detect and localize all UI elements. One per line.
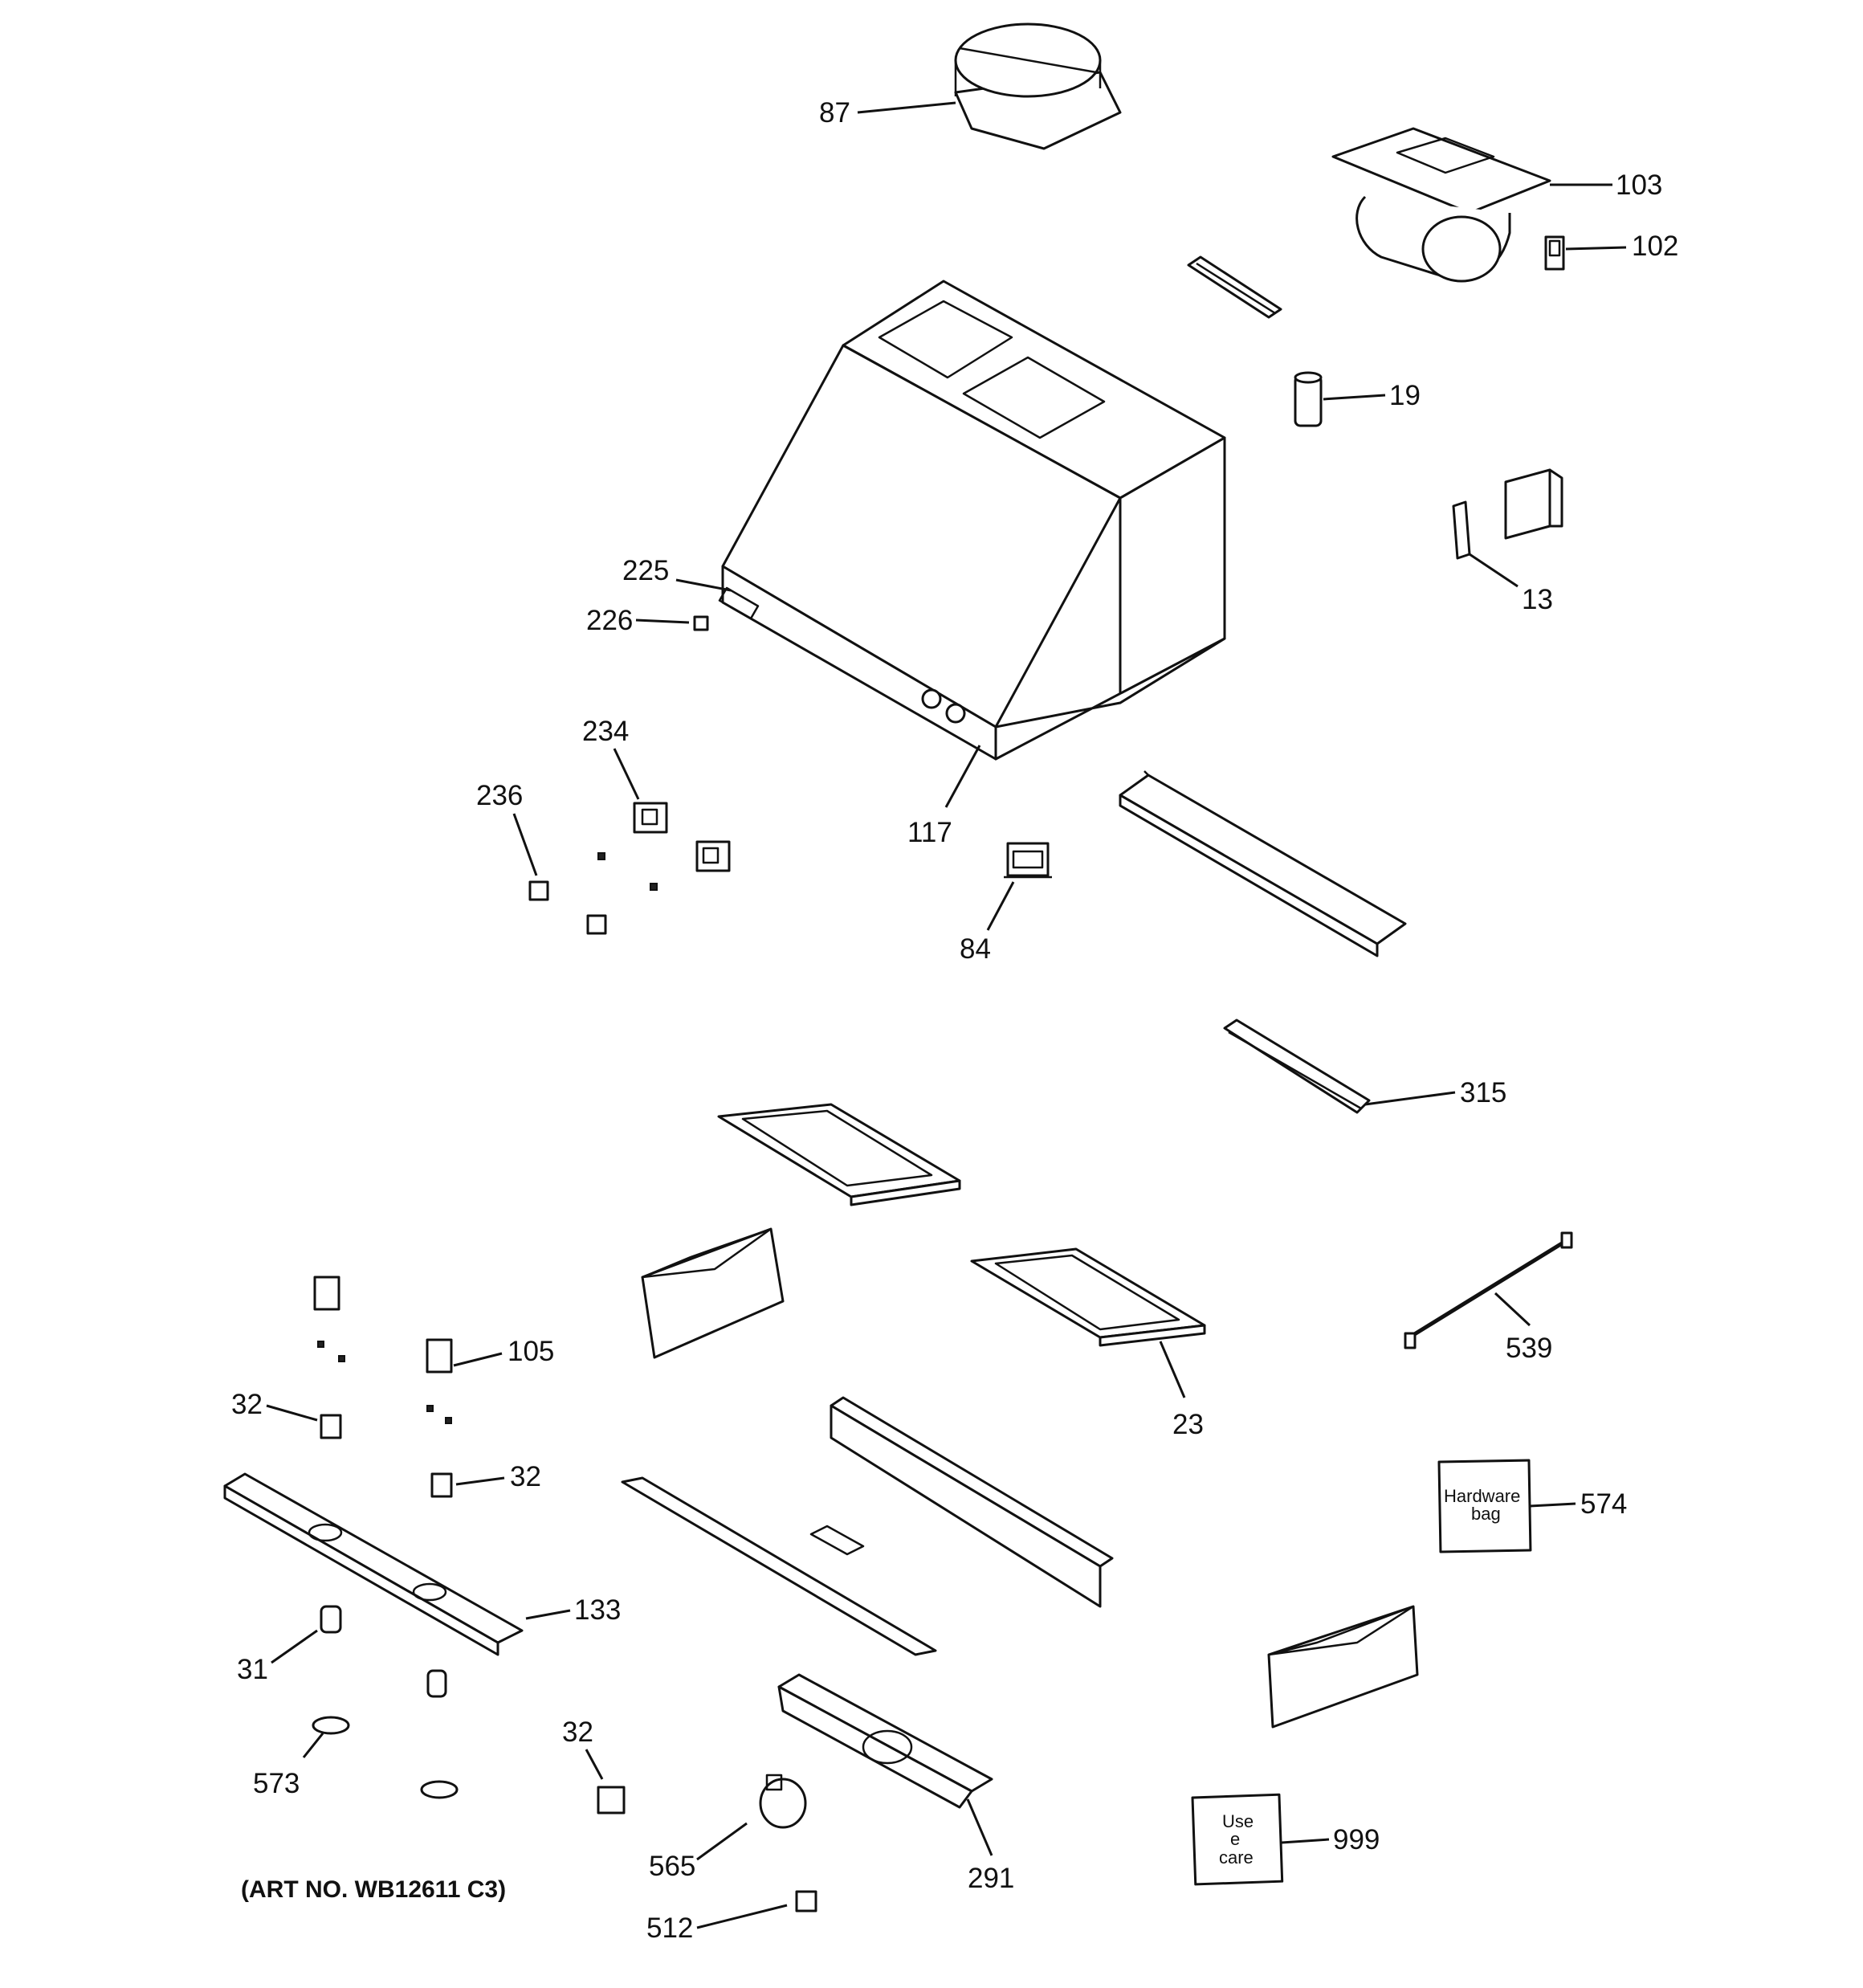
leader-31: [271, 1629, 318, 1664]
leader-23: [1159, 1341, 1186, 1398]
part-87-duct-adapter: [954, 22, 1122, 150]
leader-117: [944, 745, 981, 808]
leader-574: [1528, 1502, 1576, 1508]
part-512-knob: [795, 1890, 817, 1912]
hardware-bag-label-2: bag: [1471, 1504, 1501, 1524]
leader-32c: [585, 1749, 604, 1780]
leader-226: [635, 618, 690, 624]
leader-999: [1281, 1838, 1330, 1844]
callout-565: 565: [649, 1851, 695, 1882]
callout-84: 84: [960, 933, 991, 965]
use-care-label-1: Use: [1222, 1811, 1254, 1831]
callout-31: 31: [237, 1654, 268, 1685]
leader-225: [675, 578, 732, 592]
part-565-fan: [759, 1774, 807, 1829]
part-133-light-channel: [223, 1472, 524, 1656]
leader-105: [453, 1352, 503, 1367]
part-trim-channel-center: [830, 1396, 1114, 1608]
callout-226: 226: [586, 605, 633, 636]
leader-573: [302, 1733, 324, 1758]
leader-234: [613, 748, 640, 800]
part-side-bracket-left: [641, 1227, 785, 1359]
callout-225: 225: [622, 555, 669, 586]
callout-539: 539: [1506, 1333, 1552, 1364]
part-31-bulb: [320, 1605, 447, 1698]
leader-512: [696, 1904, 788, 1929]
part-999-use-care: Use e care: [1191, 1793, 1284, 1886]
part-236-knob: [528, 880, 607, 935]
damper-strip: [1187, 255, 1282, 319]
part-103-blower: [1331, 127, 1551, 283]
leader-315: [1364, 1091, 1456, 1106]
use-care-label-2: e: [1230, 1829, 1240, 1849]
leader-19: [1323, 394, 1386, 401]
callout-291: 291: [968, 1863, 1014, 1894]
part-105-socket: [313, 1276, 453, 1424]
leader-32b: [455, 1476, 505, 1486]
part-side-bracket-right: [1267, 1605, 1419, 1729]
leader-84: [986, 881, 1015, 931]
part-574-hardware-bag: Hardware bag: [1437, 1459, 1532, 1553]
part-315-rail: [1223, 1018, 1371, 1114]
leader-291: [966, 1798, 993, 1856]
hardware-bag-label-1: Hardware: [1444, 1486, 1520, 1506]
leader-236: [512, 813, 538, 876]
part-23-filter-frame: [970, 1247, 1206, 1347]
part-102-bracket: [1544, 235, 1565, 271]
part-573-lens: [312, 1716, 459, 1799]
leader-32a: [266, 1404, 318, 1422]
callout-512: 512: [646, 1912, 693, 1944]
leader-87: [857, 101, 956, 114]
part-19-capacitor: [1294, 371, 1323, 427]
leader-13: [1469, 553, 1519, 588]
callout-105: 105: [508, 1336, 554, 1367]
callout-13: 13: [1522, 584, 1553, 615]
callout-236: 236: [476, 780, 523, 811]
part-filter-frame-upper: [717, 1103, 961, 1206]
callout-19: 19: [1389, 380, 1421, 411]
leader-102: [1565, 246, 1627, 251]
part-234-switch: [597, 802, 731, 891]
callout-32b: 32: [510, 1461, 541, 1492]
part-trim-strip-center: [621, 1476, 937, 1656]
callout-315: 315: [1460, 1077, 1506, 1108]
leader-133: [525, 1609, 571, 1620]
callout-234: 234: [582, 716, 629, 747]
callout-87: 87: [819, 97, 850, 129]
part-84-transformer: [1004, 842, 1052, 879]
use-care-label-3: care: [1219, 1847, 1254, 1868]
part-light-channel-upper: [1119, 770, 1407, 957]
callout-573: 573: [253, 1768, 300, 1799]
art-number: (ART NO. WB12611 C3): [241, 1876, 506, 1903]
callout-117: 117: [907, 817, 952, 848]
part-13-junction-box: [1452, 468, 1563, 560]
callout-23: 23: [1172, 1409, 1204, 1440]
leader-539: [1494, 1292, 1531, 1327]
callout-103: 103: [1616, 169, 1662, 201]
callout-999: 999: [1333, 1824, 1380, 1855]
callout-574: 574: [1580, 1488, 1627, 1520]
callout-133: 133: [574, 1594, 621, 1626]
part-539-rod: [1404, 1231, 1573, 1349]
callout-32a: 32: [231, 1389, 263, 1420]
callout-102: 102: [1632, 231, 1678, 262]
part-291-grease-tray: [777, 1673, 993, 1809]
leader-565: [696, 1822, 748, 1861]
part-hood-body: [718, 280, 1226, 761]
part-32-lamp-holder: [320, 1414, 626, 1815]
callout-32c: 32: [562, 1717, 593, 1748]
part-226-clip: [693, 615, 709, 631]
